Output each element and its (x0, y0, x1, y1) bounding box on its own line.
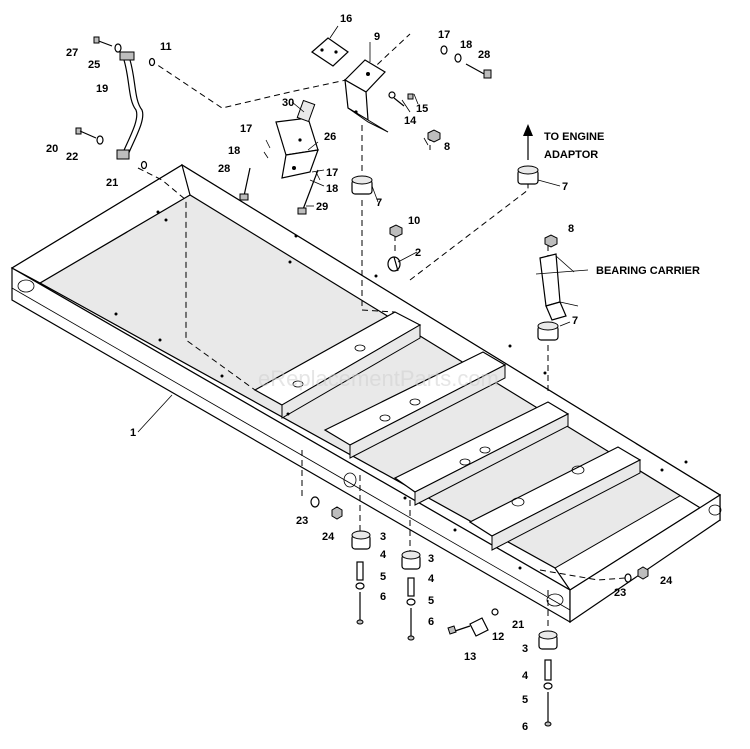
callout-3a: 3 (380, 531, 386, 543)
callout-17c: 17 (326, 167, 338, 179)
isolator-upper (351, 175, 373, 195)
mount-stack-b (401, 550, 421, 641)
callout-5a: 5 (380, 571, 386, 583)
callout-26: 26 (324, 131, 336, 143)
nut-upper (427, 129, 441, 143)
watermark-text: eReplacementParts.com (258, 366, 499, 391)
callout-7a: 7 (376, 197, 382, 209)
callout-18b: 18 (228, 145, 240, 157)
cross-member-2 (323, 351, 507, 459)
callout-2: 2 (415, 247, 421, 259)
callout-13: 13 (464, 651, 476, 663)
callout-16: 16 (340, 13, 352, 25)
callout-6c: 6 (522, 721, 528, 733)
callout-4b: 4 (428, 573, 435, 585)
callout-7b: 7 (562, 181, 568, 193)
callout-6a: 6 (380, 591, 386, 603)
bolt-upper-right (440, 45, 492, 79)
isolator-bearing (537, 321, 559, 341)
callout-4a: 4 (380, 549, 387, 561)
frame-holes (114, 210, 688, 570)
frame-hole-left (17, 279, 35, 293)
callout-19: 19 (96, 83, 108, 95)
callouts: 1 2 3 3 3 4 4 4 5 5 5 6 6 6 7 7 7 8 8 9 … (46, 13, 673, 733)
bolt-left (239, 139, 271, 201)
clamp-12 (447, 608, 499, 637)
callout-10: 10 (408, 215, 420, 227)
frame-assembly (10, 163, 722, 624)
frame-hole-middle (343, 472, 357, 488)
callout-4c: 4 (522, 670, 529, 682)
mount-bracket (344, 59, 389, 133)
note-engine-line1: TO ENGINE (544, 131, 604, 143)
callout-3c: 3 (522, 643, 528, 655)
callout-18c: 18 (326, 183, 338, 195)
isolator-bracket (275, 99, 319, 179)
callout-27: 27 (66, 47, 78, 59)
callout-11: 11 (160, 41, 172, 53)
callout-1: 1 (130, 427, 136, 439)
assembly-lines (137, 33, 626, 630)
callout-17a: 17 (438, 29, 450, 41)
cross-member-4 (468, 446, 642, 551)
frame-hole-right (546, 593, 564, 607)
strap-hardware-top (93, 36, 156, 67)
callout-6b: 6 (428, 616, 434, 628)
clamp-2 (387, 224, 403, 272)
note-engine-line2: ADAPTOR (544, 149, 598, 161)
callout-14: 14 (404, 115, 417, 127)
callout-30: 30 (282, 97, 294, 109)
strap-hardware-bottom (75, 127, 148, 170)
callout-21a: 21 (106, 177, 118, 189)
cross-member-1 (253, 311, 422, 419)
callout-12: 12 (492, 631, 504, 643)
engine-arrow (523, 124, 533, 160)
bearing-carrier-bracket (539, 234, 579, 321)
hardware-right-23-24 (624, 566, 649, 583)
isolator-engine (517, 165, 539, 185)
callout-3b: 3 (428, 553, 434, 565)
callout-25: 25 (88, 59, 100, 71)
cross-member-3 (393, 401, 570, 506)
mount-stack-a (351, 530, 371, 625)
callout-18a: 18 (460, 39, 472, 51)
leader-lines (137, 25, 589, 433)
callout-22: 22 (66, 151, 78, 163)
callout-8b: 8 (568, 223, 574, 235)
hardware-left-23-24 (310, 496, 343, 520)
callout-5c: 5 (522, 694, 528, 706)
callout-17b: 17 (240, 123, 252, 135)
callout-29: 29 (316, 201, 328, 213)
callout-23a: 23 (296, 515, 308, 527)
frame-end-channel-left (10, 164, 191, 284)
bolt-29 (297, 169, 321, 215)
note-bearing-carrier: BEARING CARRIER (596, 265, 700, 277)
callout-5b: 5 (428, 595, 434, 607)
callout-24a: 24 (322, 531, 335, 543)
callout-28b: 28 (218, 163, 230, 175)
callout-15: 15 (416, 103, 428, 115)
bracket-plate (311, 37, 349, 67)
callout-23b: 23 (614, 587, 626, 599)
frame-hole-far (708, 504, 722, 516)
callout-20: 20 (46, 143, 58, 155)
callout-7c: 7 (572, 315, 578, 327)
callout-9: 9 (374, 31, 380, 43)
callout-28a: 28 (478, 49, 490, 61)
frame-end-channel-right (569, 493, 721, 624)
ground-strap-cable (116, 51, 144, 160)
callout-24b: 24 (660, 575, 673, 587)
bolt-bracket (388, 91, 414, 107)
callout-8a: 8 (444, 141, 450, 153)
mount-stack-c (538, 630, 558, 727)
callout-21b: 21 (512, 619, 524, 631)
